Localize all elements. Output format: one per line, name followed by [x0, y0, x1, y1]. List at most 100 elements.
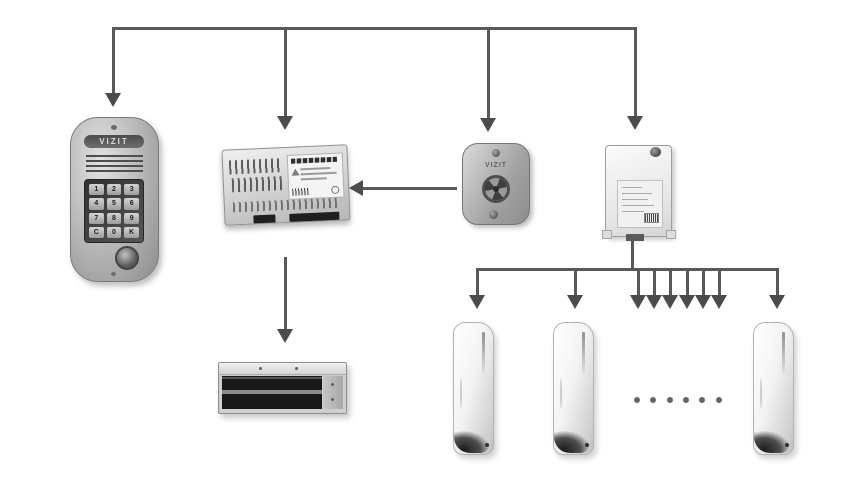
cable-clamp [626, 234, 644, 241]
label-text-line [622, 193, 652, 194]
arrow-down-icon [679, 295, 695, 309]
arrow-down-icon [469, 295, 485, 309]
arrow-down-icon [480, 118, 496, 132]
keypad-key[interactable]: 8 [106, 212, 122, 224]
screw [331, 383, 334, 386]
keypad-key[interactable]: 6 [124, 198, 139, 210]
vent-slots [228, 158, 282, 175]
keypad-key[interactable]: 7 [89, 212, 104, 224]
lock-top-face [219, 363, 346, 375]
arrow-down-icon [695, 295, 711, 309]
screw [259, 367, 262, 370]
wire-control-to-lock [284, 257, 287, 329]
keypad-key[interactable]: 1 [89, 184, 104, 196]
wire-drop-handset-1 [476, 268, 479, 295]
keypad-key[interactable]: 5 [106, 198, 122, 210]
handset-base-shadow [454, 431, 490, 453]
arrow-down-icon [105, 93, 121, 107]
lock-highlight [222, 377, 322, 379]
screw [331, 398, 334, 401]
cert-logo-icon [331, 185, 340, 195]
label-text-line [622, 211, 644, 212]
cable-gland [650, 147, 661, 157]
keypad-key[interactable]: K [124, 226, 139, 238]
key-reader-eye [115, 246, 139, 270]
hook-slot [482, 332, 485, 374]
label-text-line [300, 171, 337, 176]
arrow-left-icon [349, 180, 363, 196]
mic-hole [585, 443, 589, 447]
key-reader-brand-label: VIZIT [484, 162, 508, 169]
mic-hole [785, 443, 789, 447]
lock-divider [222, 390, 322, 394]
arrow-down-icon [277, 329, 293, 343]
wire-drop-handset-3 [776, 268, 779, 295]
screw [295, 367, 298, 370]
mic-hole [485, 443, 489, 447]
screw [492, 149, 500, 157]
handset-2 [553, 322, 594, 455]
ellipsis-dot [650, 397, 656, 403]
label-text-line [622, 199, 648, 200]
keypad-key[interactable]: 4 [89, 198, 104, 210]
entry-panel: VIZIT 1 2 3 4 5 6 7 8 9 C 0 K [70, 117, 159, 282]
wire-drop-branch [669, 268, 672, 295]
distribution-box-label [617, 180, 663, 228]
ellipsis-dot [683, 397, 689, 403]
contact-center [493, 186, 499, 192]
body-crease [460, 378, 462, 408]
wire-drop-branch [653, 268, 656, 295]
key-reader: VIZIT [462, 143, 530, 225]
distribution-box [602, 145, 676, 241]
wire-drop-key-reader [487, 27, 490, 118]
keypad-key[interactable]: 0 [106, 226, 122, 238]
keypad-key[interactable]: 3 [124, 184, 139, 196]
speaker-grille [86, 155, 143, 174]
vent-slots [232, 197, 342, 213]
label-text-line [300, 167, 331, 171]
handset-3 [753, 322, 794, 455]
barcode [292, 188, 309, 196]
vent-slots [231, 176, 283, 193]
terminal-block [253, 214, 276, 224]
ellipsis-dot [716, 397, 722, 403]
ellipsis-dot [667, 397, 673, 403]
keypad-key[interactable]: 2 [106, 184, 122, 196]
wire-drop-branch [637, 268, 640, 295]
wire-reader-to-control [363, 187, 457, 190]
label-logo-strip [290, 156, 338, 164]
wire-bottom-bus [476, 268, 779, 271]
label-text-line [622, 187, 642, 188]
label-text-line [300, 177, 327, 181]
handset-base-shadow [754, 431, 790, 453]
lock-end-cap [323, 376, 343, 409]
terminal-block [289, 211, 340, 222]
handset-base-shadow [554, 431, 590, 453]
control-unit [221, 144, 351, 226]
arrow-down-icon [277, 116, 293, 130]
wire-drop-control-unit [284, 27, 287, 116]
arrow-down-icon [627, 116, 643, 130]
magnetic-lock [218, 362, 347, 414]
wire-drop-entry-panel [112, 27, 115, 93]
ellipsis-dot [634, 397, 640, 403]
wire-drop-handset-2 [574, 268, 577, 295]
label-text-line [622, 205, 654, 206]
arrow-down-icon [711, 295, 727, 309]
mounting-tab [666, 230, 676, 239]
mounting-tab [602, 230, 612, 239]
hook-slot [582, 332, 585, 374]
warning-triangle-icon [291, 168, 300, 176]
arrow-down-icon [567, 295, 583, 309]
panel-hole [111, 272, 116, 276]
control-unit-label [286, 152, 345, 200]
wire-top-bus [112, 27, 637, 30]
keypad-key[interactable]: C [89, 226, 104, 238]
screw [489, 210, 498, 219]
wire-drop-branch [686, 268, 689, 295]
wire-box-to-bus [631, 237, 634, 271]
keypad-key[interactable]: 9 [124, 212, 139, 224]
entry-panel-brand-label: VIZIT [84, 135, 144, 148]
keypad: 1 2 3 4 5 6 7 8 9 C 0 K [84, 179, 144, 243]
